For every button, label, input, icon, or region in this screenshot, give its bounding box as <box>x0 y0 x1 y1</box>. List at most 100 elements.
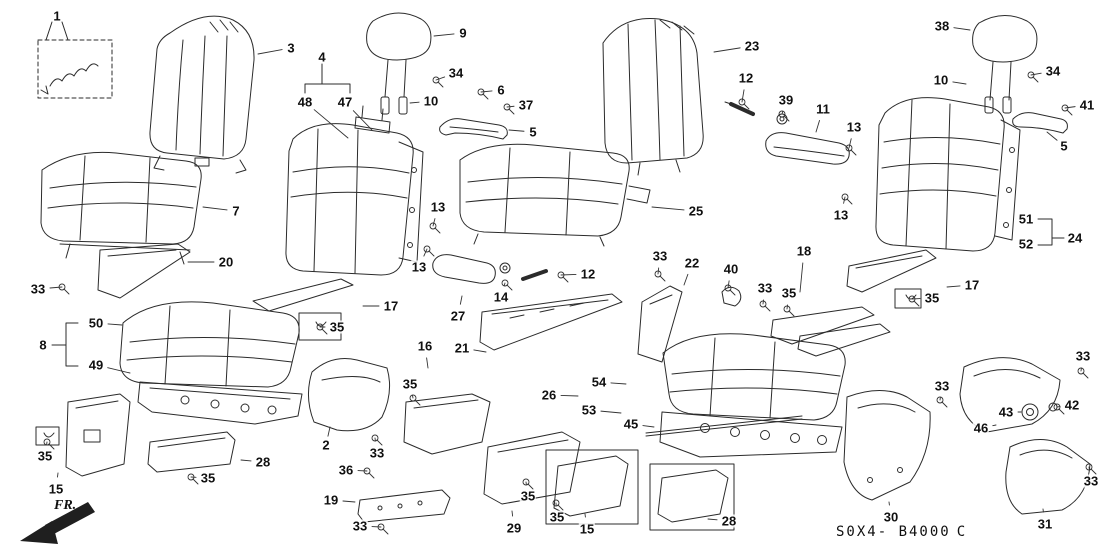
callout-part-43: 43 <box>997 404 1015 420</box>
leader-line <box>459 295 463 305</box>
callout-part-2: 2 <box>321 437 331 453</box>
fastener-tail <box>764 305 771 312</box>
fastener-glyph <box>783 305 791 313</box>
callout-part-33: 33 <box>651 248 669 264</box>
callout-part-48: 48 <box>296 94 314 110</box>
fastener-tail <box>1032 76 1039 83</box>
callout-part-6: 6 <box>496 82 506 98</box>
left-seatback-art <box>149 15 255 174</box>
fastener-glyph <box>1061 104 1069 112</box>
center-rail-art <box>479 293 623 351</box>
fastener-tail <box>557 504 564 511</box>
fastener-tail <box>1090 468 1097 475</box>
callout-part-36: 36 <box>337 462 355 478</box>
leader-line <box>257 49 283 55</box>
fastener-tail <box>788 310 795 317</box>
bottom-center-pad-art <box>662 333 846 421</box>
fastener-tail <box>941 401 948 408</box>
fastener-glyph <box>1085 463 1093 471</box>
callout-part-3: 3 <box>286 40 296 56</box>
leader-line <box>560 394 579 397</box>
center-pivot-parts-art <box>499 262 548 281</box>
center-grab-handle-art <box>439 118 508 140</box>
fastener-tail <box>482 93 489 100</box>
callout-part-17: 17 <box>963 277 981 293</box>
fastener-glyph <box>1053 403 1061 411</box>
leader-line <box>432 218 436 227</box>
fastener-tail <box>562 276 569 283</box>
callout-part-51: 51 <box>1017 211 1035 227</box>
right-grab-handle-art <box>1012 112 1068 134</box>
callout-part-45: 45 <box>622 416 640 432</box>
leader-line <box>409 101 420 104</box>
fastener-glyph <box>363 467 371 475</box>
fastener-tail <box>48 443 55 450</box>
callout-part-16: 16 <box>416 338 434 354</box>
fastener-tail <box>1082 372 1089 379</box>
rear-bracket-art <box>770 306 891 357</box>
callout-part-34: 34 <box>1044 63 1062 79</box>
far-right-seatback-art <box>875 97 1021 252</box>
leader-line <box>426 357 429 369</box>
bottom-center-frame-art <box>645 411 843 458</box>
callout-part-33: 33 <box>1082 473 1100 489</box>
leader-line <box>600 410 622 414</box>
panel-19-art <box>357 489 451 523</box>
center-riser-bracket-art <box>637 285 683 363</box>
callout-part-34: 34 <box>447 65 465 81</box>
fastener-tail <box>382 528 389 535</box>
left-cushion-art <box>40 151 202 265</box>
callout-part-41: 41 <box>1078 97 1096 113</box>
fastener-glyph <box>522 478 530 486</box>
fastener-glyph <box>409 394 417 402</box>
fastener-tail <box>192 478 199 485</box>
callout-part-37: 37 <box>517 97 535 113</box>
fastener-glyph <box>552 499 560 507</box>
leader-line <box>57 472 59 478</box>
side-panel-16-art <box>403 393 491 455</box>
fastener-tail <box>428 250 435 257</box>
leader-line <box>480 90 493 93</box>
callout-part-31: 31 <box>1036 516 1054 532</box>
fastener-glyph <box>377 523 385 531</box>
fastener-tail <box>913 300 920 307</box>
armrest-art <box>765 132 850 165</box>
fastener-glyph <box>58 283 66 291</box>
leader-line <box>503 282 506 286</box>
leader-line <box>952 81 967 85</box>
panel-29-art <box>483 431 581 505</box>
callout-part-50: 50 <box>87 315 105 331</box>
panel-28-left-art <box>147 431 236 473</box>
callout-part-4: 4 <box>317 49 327 65</box>
fastener-tail <box>846 198 853 205</box>
leader-line <box>202 206 228 211</box>
fr-direction-label: FR. <box>54 498 77 513</box>
callout-part-28: 28 <box>254 454 272 470</box>
callout-part-29: 29 <box>505 520 523 536</box>
fastener-tail <box>1066 109 1073 116</box>
fastener-glyph <box>738 98 746 106</box>
callout-part-35: 35 <box>199 470 217 486</box>
callout-part-47: 47 <box>336 94 354 110</box>
leader-line <box>506 105 515 108</box>
fastener-glyph <box>501 279 509 287</box>
center-seatback-art <box>285 105 424 276</box>
callout-part-24: 24 <box>1066 230 1084 246</box>
leader-line <box>107 367 131 374</box>
callout-part-12: 12 <box>579 266 597 282</box>
callout-part-19: 19 <box>322 492 340 508</box>
small-armrest-art <box>432 254 496 284</box>
right-headrest-art <box>972 15 1038 114</box>
fastener-glyph <box>316 323 324 331</box>
callout-part-35: 35 <box>401 376 419 392</box>
recliner-cover-art <box>959 357 1061 433</box>
fastener-glyph <box>503 103 511 111</box>
fastener-glyph <box>908 295 916 303</box>
leader-line <box>707 518 718 521</box>
fastener-tail <box>783 115 790 122</box>
fastener-glyph <box>371 434 379 442</box>
leader-line <box>508 129 525 132</box>
callout-part-20: 20 <box>217 254 235 270</box>
leader-line <box>992 424 997 427</box>
